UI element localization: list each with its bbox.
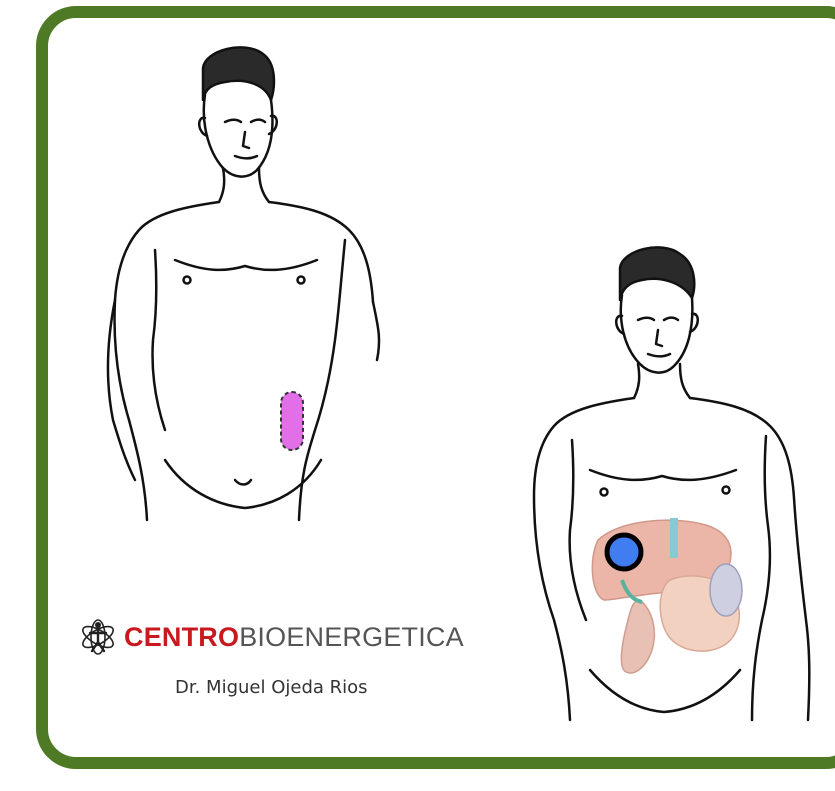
body-figure-right-drawing: [530, 240, 835, 730]
body-figure-left: [95, 40, 395, 530]
magenta-marker: [281, 392, 303, 450]
body-figure-right: [530, 240, 835, 730]
doctor-name: Dr. Miguel Ojeda Rios: [175, 677, 368, 698]
brand-logo: CENTROBIOENERGETICA: [78, 618, 464, 656]
body-figure-left-drawing: [95, 40, 395, 530]
brand-logo-icon: [78, 618, 118, 656]
blue-dot-marker: [607, 535, 641, 569]
brand-name: CENTROBIOENERGETICA: [124, 624, 464, 651]
brand-name-light: BIOENERGETICA: [239, 622, 464, 652]
brand-name-bold: CENTRO: [124, 622, 239, 652]
